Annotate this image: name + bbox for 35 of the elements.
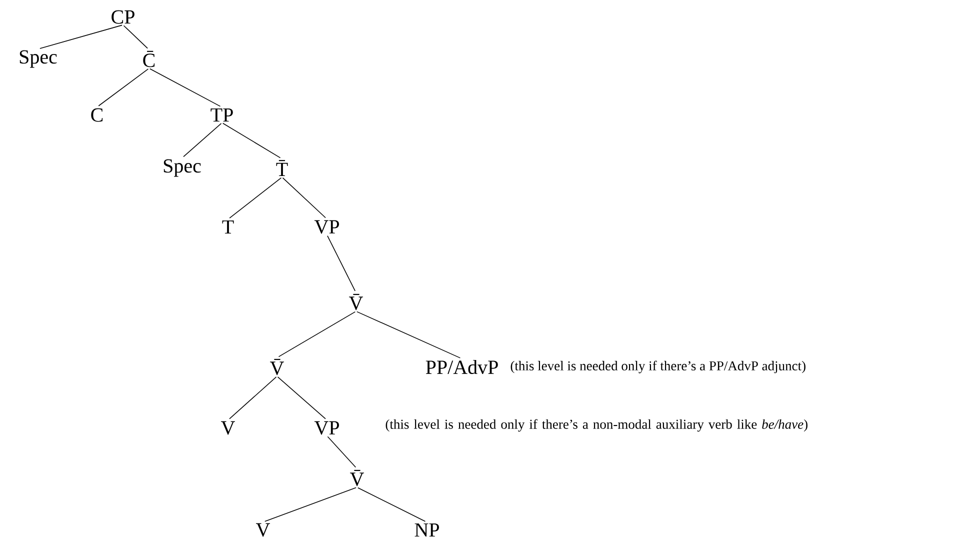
branch-line xyxy=(358,487,426,522)
branch-line xyxy=(327,436,356,468)
branch-line xyxy=(229,376,277,420)
tree-label: V̄ xyxy=(349,294,363,310)
note-text: (this level is needed only if there’s a PP/AdvP adjunct) xyxy=(510,360,806,374)
branch-line xyxy=(282,177,326,218)
tree-label: CP xyxy=(112,10,134,24)
tree-label: V̄ xyxy=(270,358,284,376)
note-text: (this level is needed only if there’s a non-modal auxiliary verb like be/have) xyxy=(386,419,808,432)
branch-line xyxy=(123,25,148,49)
tree-label: C xyxy=(91,108,103,122)
branch-line xyxy=(356,311,461,358)
tree-label: VP xyxy=(314,220,339,234)
tree-label: PP/AdvP xyxy=(426,360,498,374)
tree-label: T xyxy=(222,220,234,234)
branch-line xyxy=(98,68,149,106)
branch-line xyxy=(229,177,282,218)
branch-line xyxy=(222,122,281,158)
branch-line xyxy=(278,311,356,358)
tree-label: T̄ xyxy=(276,160,288,176)
tree-label: NP xyxy=(414,523,439,537)
tree-label: C̄ xyxy=(143,50,155,68)
tree-label: VP xyxy=(314,421,339,435)
branch-line xyxy=(327,235,356,292)
tree-label: Spec xyxy=(164,159,201,177)
tree-label: V̄ xyxy=(350,470,364,486)
branch-line xyxy=(40,24,122,49)
branch-line xyxy=(149,68,221,107)
tree-label: V xyxy=(256,523,270,537)
branch-line xyxy=(264,487,356,522)
tree-label: V xyxy=(221,421,235,435)
tree-label: TP xyxy=(210,108,233,122)
branch-line xyxy=(277,376,326,420)
tree-label: Spec xyxy=(20,50,57,68)
branch-line xyxy=(183,123,222,158)
